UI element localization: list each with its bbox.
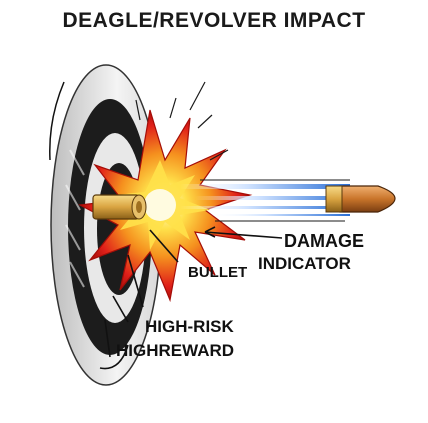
high-risk-label: HIGH-RISK <box>145 317 234 336</box>
speed-streaks <box>180 179 355 222</box>
embedded-casing <box>92 194 147 220</box>
damage-label: DAMAGE <box>284 231 364 251</box>
risk-callout-line-a <box>127 254 144 308</box>
callout-lines <box>99 226 283 370</box>
impact-explosion <box>78 81 253 303</box>
bullet-callout-line <box>149 229 179 263</box>
risk-callout-line-b <box>104 319 111 358</box>
damage-arrow-line <box>204 231 283 239</box>
diagram-title: DEAGLE/REVOLVER IMPACT <box>62 9 366 32</box>
bullet-in-flight <box>325 185 396 213</box>
target <box>49 64 162 386</box>
indicator-label: INDICATOR <box>258 254 351 273</box>
high-reward-label: HIGHREWARD <box>116 341 235 360</box>
bullet-label: BULLET <box>188 264 248 281</box>
